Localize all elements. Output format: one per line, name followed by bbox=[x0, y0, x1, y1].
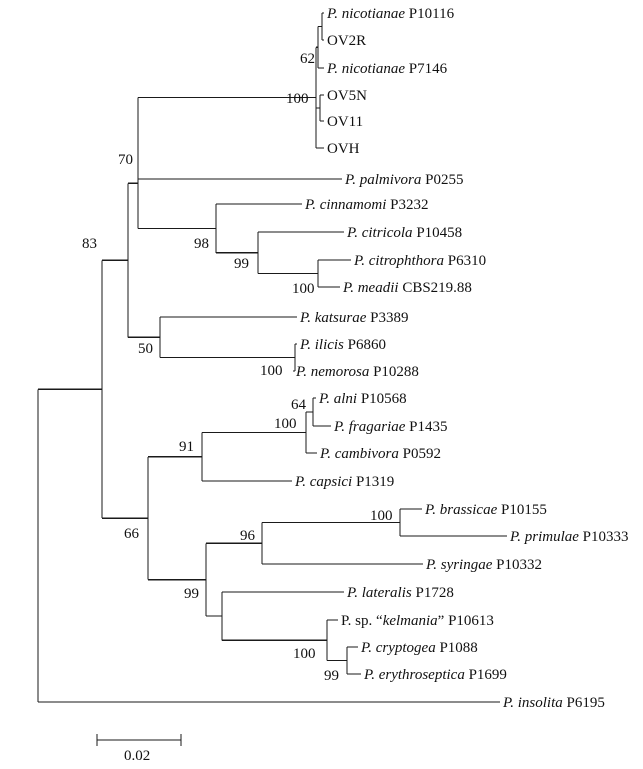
taxon-label: P. cinnamomi P3232 bbox=[304, 197, 428, 213]
bootstrap-value: 91 bbox=[179, 439, 194, 455]
bootstrap-value: 100 bbox=[292, 281, 315, 297]
taxon-label: P. citricola P10458 bbox=[346, 225, 462, 241]
bootstrap-value: 100 bbox=[286, 91, 309, 107]
taxon-label: P. sp. “kelmania” P10613 bbox=[341, 613, 494, 629]
taxon-label: P. fragariae P1435 bbox=[333, 419, 448, 435]
taxon-label: P. primulae P10333 bbox=[509, 529, 629, 545]
taxon-label: P. nicotianae P10116 bbox=[326, 6, 455, 22]
bootstrap-value: 66 bbox=[124, 526, 140, 542]
bootstrap-value: 62 bbox=[300, 51, 315, 67]
taxon-label: OVH bbox=[327, 141, 360, 157]
taxon-label: OV5N bbox=[327, 88, 367, 104]
bootstrap-value: 99 bbox=[234, 256, 249, 272]
taxon-label: P. insolita P6195 bbox=[502, 695, 605, 711]
taxon-label: P. brassicae P10155 bbox=[424, 502, 547, 518]
scale-bar-label: 0.02 bbox=[124, 748, 150, 764]
taxon-label: P. palmivora P0255 bbox=[344, 172, 464, 188]
taxon-label: P. capsici P1319 bbox=[294, 474, 394, 490]
scale-bar: 0.02 bbox=[96, 734, 182, 764]
bootstrap-value: 64 bbox=[291, 397, 307, 413]
taxon-label: P. cambivora P0592 bbox=[319, 446, 441, 462]
bootstrap-value: 83 bbox=[82, 236, 97, 252]
taxon-label: P. katsurae P3389 bbox=[299, 310, 408, 326]
bootstrap-value: 100 bbox=[293, 646, 316, 662]
bootstrap-value: 100 bbox=[370, 508, 393, 524]
taxon-label: P. alni P10568 bbox=[318, 391, 407, 407]
bootstrap-value: 99 bbox=[324, 668, 339, 684]
bootstrap-value: 100 bbox=[260, 363, 283, 379]
bootstrap-value: 50 bbox=[138, 341, 153, 357]
taxon-label: P. ilicis P6860 bbox=[299, 337, 386, 353]
taxon-label: P. cryptogea P1088 bbox=[360, 640, 478, 656]
bootstrap-values: 62 100 70 83 98 99 100 50 100 64 100 91 66 100 96 99 100… bbox=[82, 51, 393, 684]
taxon-label: P. erythroseptica P1699 bbox=[363, 667, 507, 683]
taxon-label: OV2R bbox=[327, 33, 366, 49]
taxon-label: P. syringae P10332 bbox=[425, 557, 542, 573]
taxon-label: P. nicotianae P7146 bbox=[326, 61, 448, 77]
bootstrap-value: 99 bbox=[184, 586, 199, 602]
taxon-label: OV11 bbox=[327, 114, 363, 130]
taxon-label: P. lateralis P1728 bbox=[346, 585, 454, 601]
bootstrap-value: 100 bbox=[274, 416, 297, 432]
taxon-label: P. meadii CBS219.88 bbox=[342, 280, 472, 296]
bootstrap-value: 70 bbox=[118, 152, 133, 168]
taxon-label: P. nemorosa P10288 bbox=[295, 364, 419, 380]
bootstrap-value: 98 bbox=[194, 236, 209, 252]
taxon-label: P. citrophthora P6310 bbox=[353, 253, 486, 269]
tree-branches bbox=[37, 12, 507, 703]
bootstrap-value: 96 bbox=[240, 528, 256, 544]
